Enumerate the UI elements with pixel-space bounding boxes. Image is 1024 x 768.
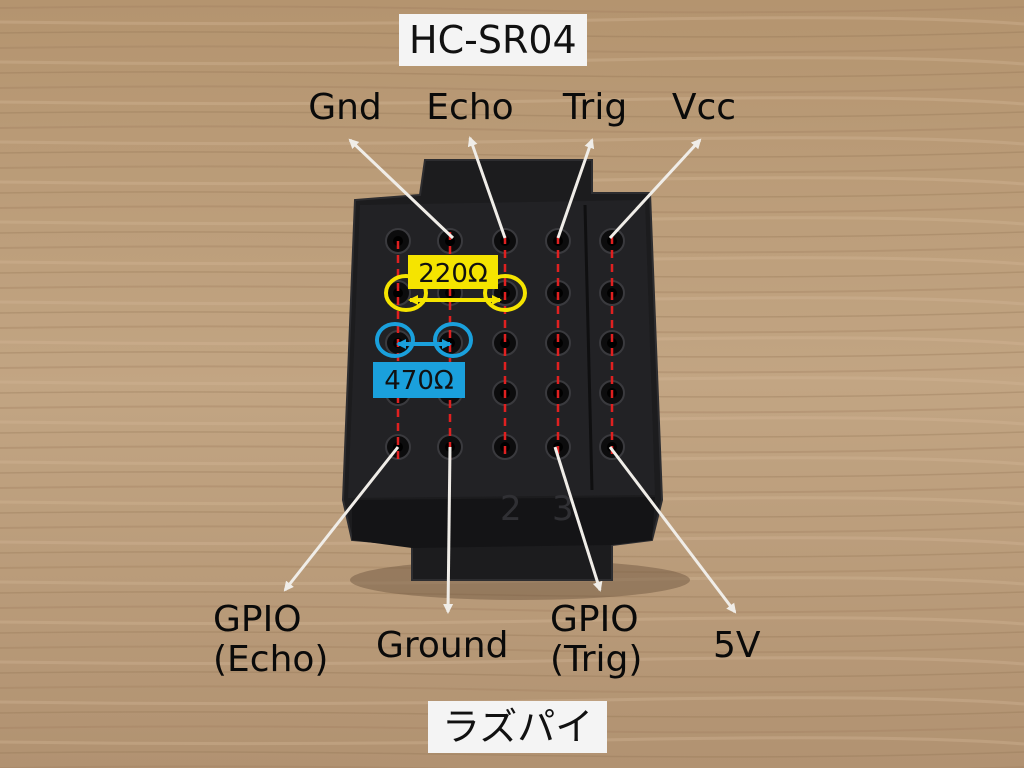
arrow-ground <box>443 446 454 614</box>
arrow-gpio-echo <box>283 446 400 592</box>
arrow-5v <box>608 446 737 614</box>
gpio-echo-line1: GPIO <box>213 599 302 640</box>
pin-label-echo: Echo <box>426 87 514 128</box>
gpio-trig-line2: (Trig) <box>550 639 643 680</box>
resistor-220-marker: 220Ω <box>384 255 527 312</box>
pi-title: ラズパイ <box>428 701 608 753</box>
arrow-echo <box>467 136 507 239</box>
resistor-220-right-loop <box>483 274 527 312</box>
pin-label-vcc: Vcc <box>671 87 737 128</box>
arrow-trig <box>556 138 595 239</box>
resistor-470-marker: 470Ω <box>373 322 473 398</box>
breadboard-hole-center <box>500 338 510 348</box>
breadboard-front-lip <box>352 497 655 548</box>
connection-label-gpio-echo: GPIO (Echo) <box>213 600 328 680</box>
arrow-gnd <box>348 138 455 240</box>
resistor-470-label: 470Ω <box>384 366 454 396</box>
connection-label-ground: Ground <box>376 625 509 666</box>
pin-label-gnd: Gnd <box>308 87 382 128</box>
resistor-470-label-box <box>373 362 465 398</box>
gpio-trig-line1: GPIO <box>550 599 639 640</box>
arrow-gpio-trig <box>553 446 603 592</box>
arrow-vcc <box>608 138 702 240</box>
resistor-220-label: 220Ω <box>418 259 488 289</box>
connection-label-5v: 5V <box>713 625 761 666</box>
breadboard-hole-center <box>393 288 403 298</box>
connection-label-gpio-trig: GPIO (Trig) <box>550 600 642 680</box>
pin-label-trig: Trig <box>562 87 628 128</box>
resistor-220-left-loop <box>384 274 428 312</box>
resistor-220-label-box <box>408 255 498 289</box>
breadboard-divider <box>583 204 594 491</box>
module-title: HC-SR04 <box>399 14 587 66</box>
pin-arrows <box>283 136 737 614</box>
embossed-number-3: 3 <box>552 489 574 529</box>
gpio-echo-line2: (Echo) <box>213 639 329 680</box>
breadboard-hole-center <box>607 338 617 348</box>
breadboard-hole-center <box>553 338 563 348</box>
embossed-number-2: 2 <box>500 489 522 529</box>
